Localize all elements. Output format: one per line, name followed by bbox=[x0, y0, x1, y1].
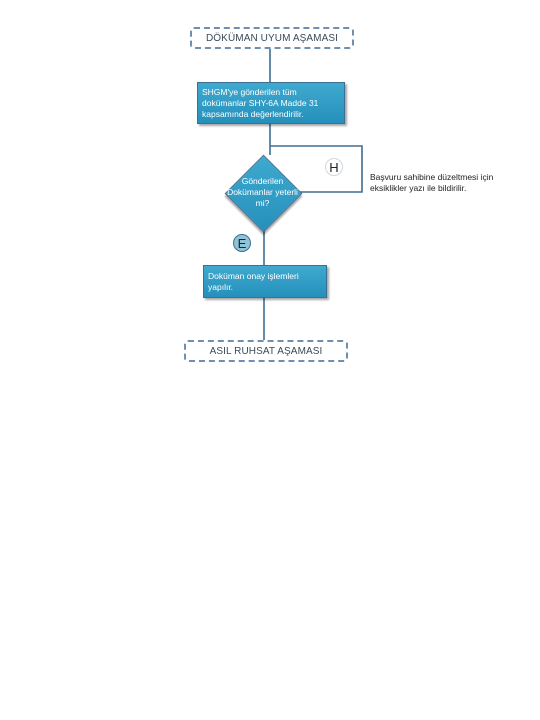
review-process: SHGM'ye gönderilen tüm dokümanlar SHY-6A… bbox=[197, 82, 345, 124]
review-process-label: SHGM'ye gönderilen tüm dokümanlar SHY-6A… bbox=[202, 86, 319, 119]
connector-no-loop bbox=[270, 145, 363, 193]
branch-no-badge: H bbox=[325, 158, 343, 176]
branch-no-label: H bbox=[329, 159, 339, 175]
start-terminal-label: DÖKÜMAN UYUM AŞAMASI bbox=[205, 32, 339, 44]
correction-note: Başvuru sahibine düzeltmesi için eksikli… bbox=[370, 172, 494, 193]
decision-label: Gönderilen Dokümanlar yeterli mi? bbox=[227, 176, 298, 208]
branch-yes-badge: E bbox=[233, 234, 251, 252]
end-terminal-label: ASIL RUHSAT AŞAMASI bbox=[209, 345, 323, 357]
approve-process-label: Doküman onay işlemleri yapılır. bbox=[208, 270, 299, 292]
start-terminal: DÖKÜMAN UYUM AŞAMASI bbox=[190, 27, 354, 49]
decision-diamond: Gönderilen Dokümanlar yeterli mi? bbox=[224, 154, 303, 233]
end-terminal: ASIL RUHSAT AŞAMASI bbox=[184, 340, 348, 362]
approve-process: Doküman onay işlemleri yapılır. bbox=[203, 265, 327, 298]
branch-yes-label: E bbox=[237, 235, 247, 251]
